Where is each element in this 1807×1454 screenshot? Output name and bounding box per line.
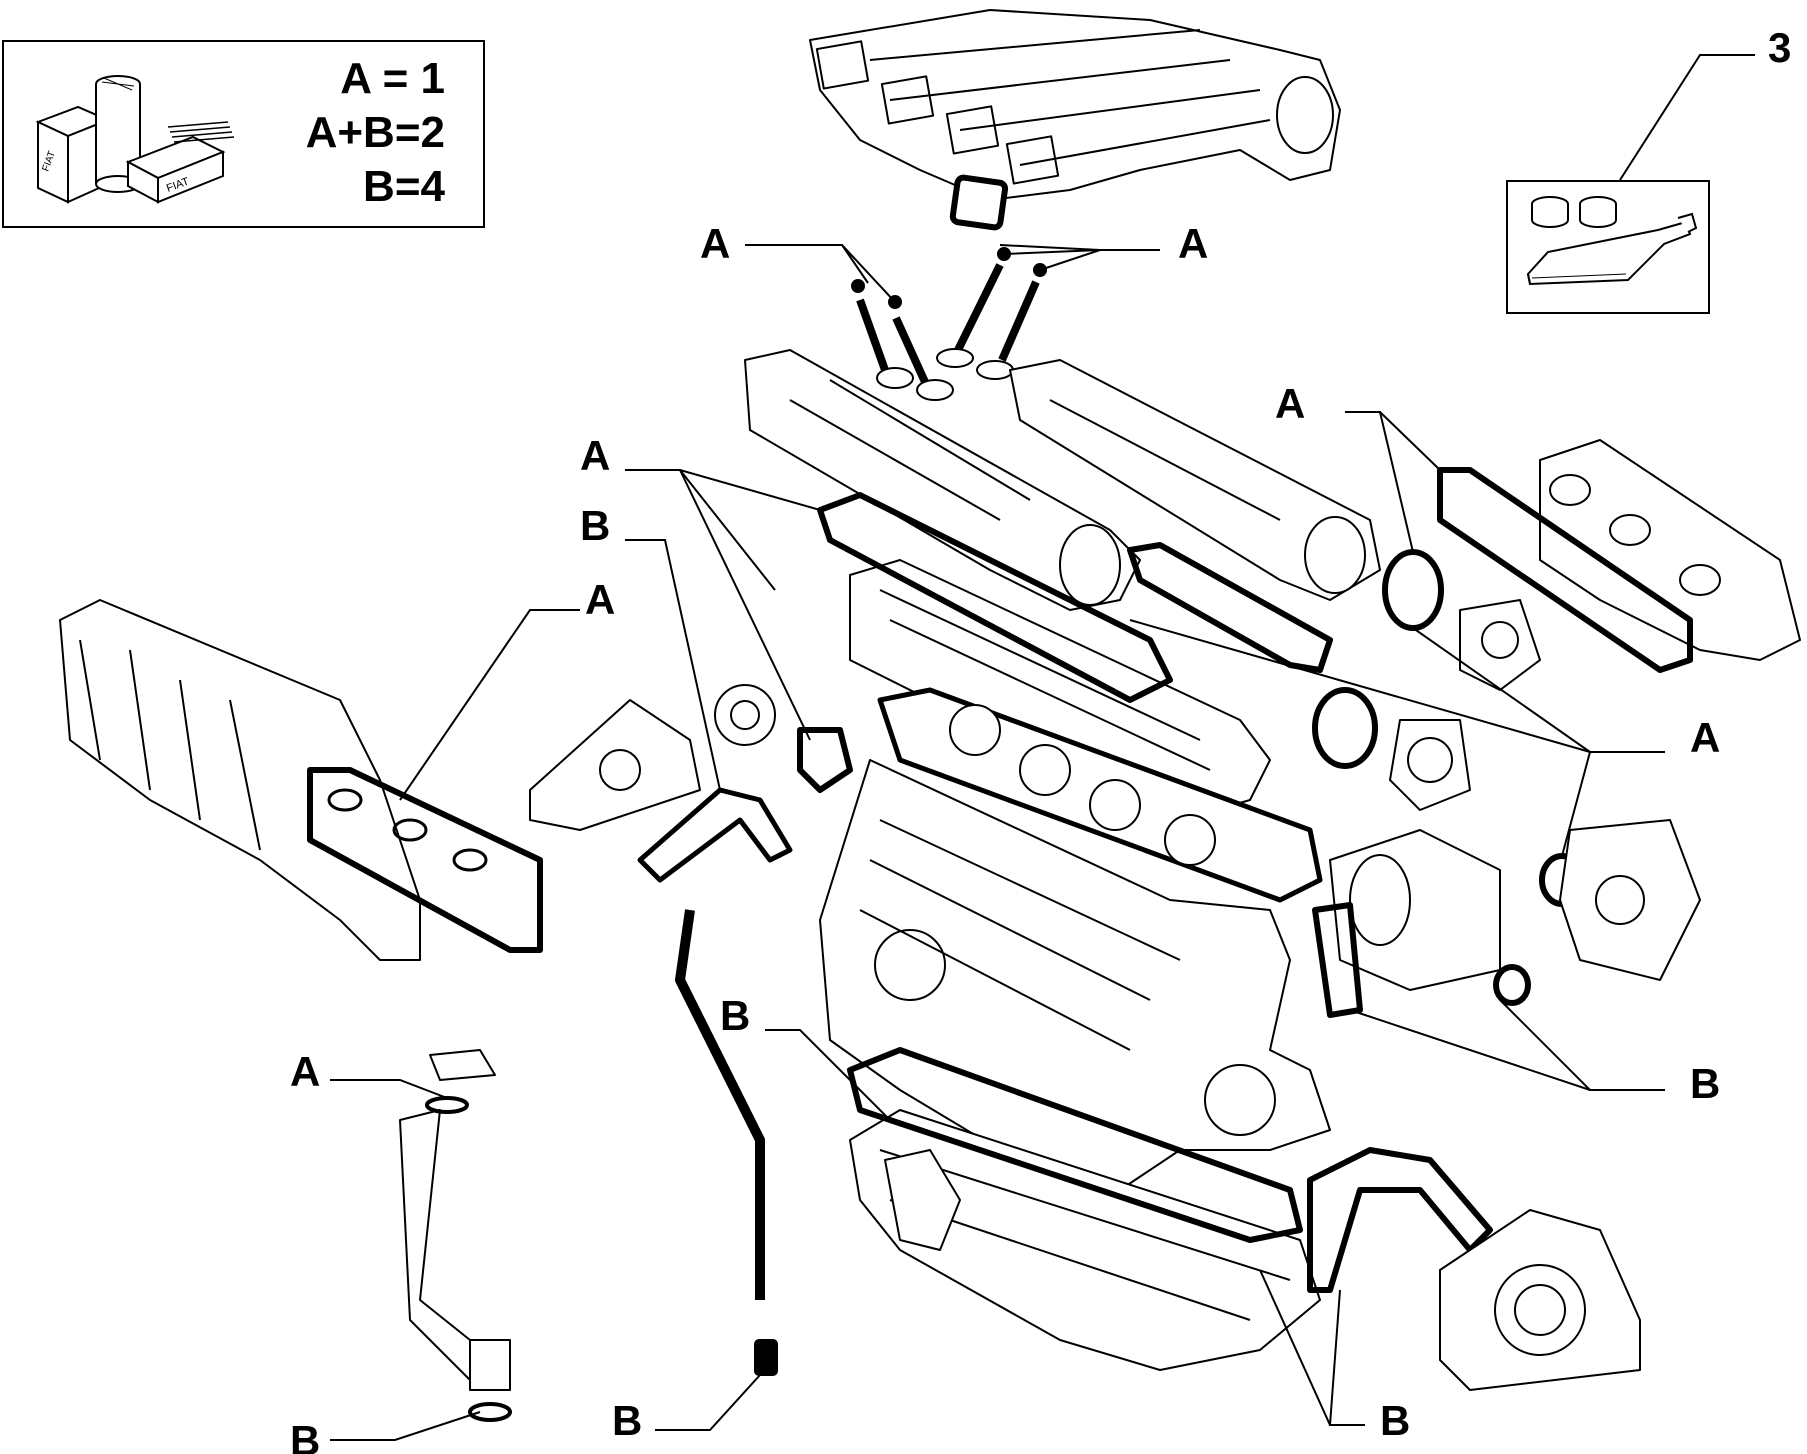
oil-pump-gasket xyxy=(637,787,793,883)
oil-pump xyxy=(529,699,701,831)
exhaust-manifold-left xyxy=(59,599,421,961)
callout-b-oil-pan: B xyxy=(720,992,750,1039)
rear-seal-gasket xyxy=(1307,1147,1493,1293)
intake-manifold xyxy=(809,9,1341,201)
callout-a-exhaust-right: A xyxy=(1275,380,1305,427)
camshaft-housing xyxy=(744,349,1381,611)
o-ring-large xyxy=(1382,549,1444,631)
thermostat-housing xyxy=(1459,599,1541,691)
quantity-legend: FIAT FIAT A = 1 A+B=2 B=4 xyxy=(2,40,485,228)
valves xyxy=(851,247,1047,401)
legend-line-ab: A+B=2 xyxy=(305,108,445,157)
pump-gasket xyxy=(1312,902,1363,1018)
vacuum-pump-seal xyxy=(797,727,853,793)
vacuum-pump xyxy=(714,684,776,746)
oil-filler-pipe xyxy=(399,1049,511,1391)
oil-pan-gasket xyxy=(847,1047,1303,1243)
callout-b-water-pump: B xyxy=(1690,1060,1720,1107)
dipstick-tube xyxy=(675,909,765,1300)
callout-b-rear-seal: B xyxy=(1380,1397,1410,1444)
callout-b-oil-pump-gasket: B xyxy=(580,502,610,549)
intake-gasket xyxy=(949,174,1009,231)
o-ring-medium xyxy=(1312,687,1378,769)
callout-a-filler: A xyxy=(290,1048,320,1095)
oil-pan xyxy=(849,1109,1321,1371)
callout-b-filter: B xyxy=(290,1417,320,1454)
callout-a-thermostat: A xyxy=(1690,714,1720,761)
head-gasket xyxy=(877,687,1323,903)
legend-line-b: B=4 xyxy=(363,162,445,211)
callout-a-head-gasket: A xyxy=(580,432,610,479)
exhaust-gasket-right xyxy=(1437,467,1693,673)
filler-o-ring xyxy=(425,1096,469,1114)
cam-cover-gasket xyxy=(817,492,1173,703)
oil-pump-assembly xyxy=(884,1149,961,1251)
filter-o-ring xyxy=(468,1402,512,1422)
exhaust-manifold-right xyxy=(1539,439,1801,661)
callout-a-valves-left: A xyxy=(700,220,730,267)
sealant-kit-box xyxy=(1506,180,1710,314)
o-ring-pump xyxy=(1493,964,1531,1006)
crankshaft-seal-carrier xyxy=(1439,1209,1641,1391)
engine-block xyxy=(819,759,1331,1191)
exhaust-gasket-left xyxy=(307,767,543,953)
callout-b-drain-plug: B xyxy=(612,1397,642,1444)
legend-line-a: A = 1 xyxy=(340,54,445,103)
cam-cover-gasket-right xyxy=(1127,542,1333,673)
fiat-packaging-icon: FIAT FIAT xyxy=(35,75,235,204)
callout-a-exhaust-left: A xyxy=(585,576,615,623)
drain-plug xyxy=(754,1339,778,1376)
callout-3-kit: 3 xyxy=(1768,24,1791,71)
coolant-outlet xyxy=(1559,819,1701,981)
callout-a-valves-right: A xyxy=(1178,220,1208,267)
water-pump xyxy=(1389,719,1471,811)
pump-pulley xyxy=(1329,829,1501,991)
sealant-kit-icon xyxy=(1526,196,1698,286)
